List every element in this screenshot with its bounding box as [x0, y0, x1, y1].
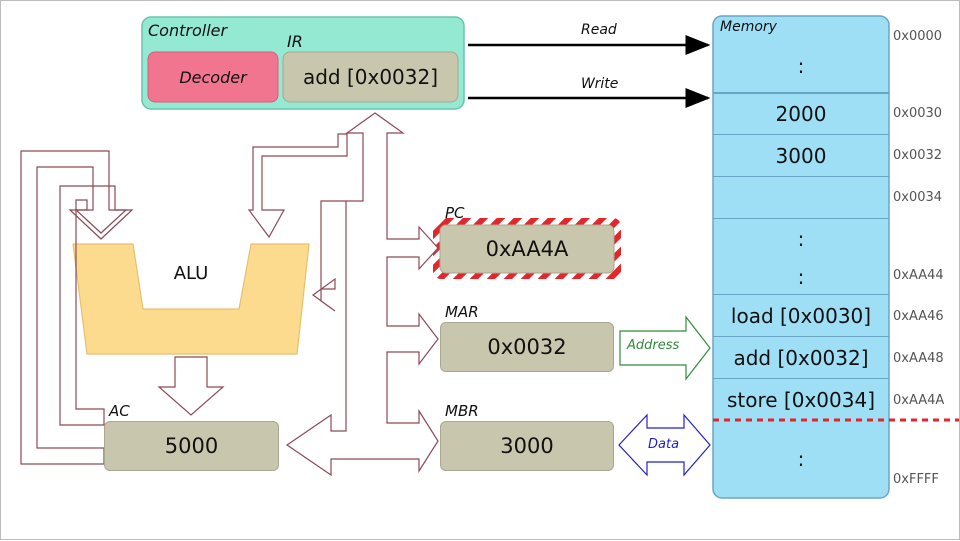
memory-cell: load [0x0030]: [713, 295, 889, 337]
memory-address: 0xFFFF: [893, 472, 939, 487]
memory-address: 0x0030: [893, 106, 943, 121]
memory-address: 0xAA44: [893, 268, 944, 283]
pc-label: PC: [445, 204, 465, 222]
memory-label: Memory: [720, 19, 777, 35]
memory-address: 0xAA4A: [893, 393, 945, 408]
memory-block: [712, 15, 890, 499]
memory-cell: :: [797, 227, 805, 251]
mbr-register: 3000: [440, 421, 614, 471]
memory-cell: 2000: [713, 93, 889, 135]
address-bus-arrow: [619, 315, 711, 381]
memory-address: 0xAA46: [893, 309, 944, 324]
memory-cell: store [0x0034]: [726, 388, 875, 412]
internal-bus-arrow: [285, 112, 439, 477]
memory-address: 0x0032: [893, 148, 943, 163]
ac-to-alu-loop-arrows: [20, 150, 134, 465]
ac-label: AC: [109, 402, 130, 420]
mbr-label: MBR: [445, 402, 479, 420]
ir-register: [282, 51, 459, 103]
memory-address: 0x0000: [893, 29, 943, 44]
mar-label: MAR: [445, 303, 479, 321]
decoder-box: [147, 51, 279, 103]
memory-cell: :: [797, 447, 805, 471]
read-label: Read: [581, 22, 617, 38]
alu-to-ac-arrow: [157, 356, 225, 416]
pc-value: 0xAA4A: [485, 237, 569, 261]
memory-address: 0x0034: [893, 190, 943, 205]
ac-register: 5000: [104, 421, 279, 471]
alu-shape: [72, 243, 310, 355]
controller-label: Controller: [148, 21, 228, 40]
ir-label: IR: [287, 32, 303, 51]
memory-address: 0xAA48: [893, 351, 944, 366]
address-label: Address: [627, 338, 680, 353]
data-label: Data: [648, 437, 680, 452]
write-label: Write: [581, 76, 619, 92]
ir-value: add [0x0032]: [302, 65, 439, 89]
controller-to-alu-arrow: [247, 133, 348, 239]
memory-cell: add [0x0032]: [713, 337, 889, 379]
mar-register: 0x0032: [440, 322, 614, 372]
memory-cell: 3000: [713, 135, 889, 177]
data-bus-arrow: [618, 413, 711, 477]
memory-cell: [713, 177, 889, 219]
memory-cell: :: [713, 39, 889, 93]
memory-cell: :: [713, 259, 889, 295]
alu-label: ALU: [173, 263, 209, 284]
decoder-label: Decoder: [179, 67, 247, 87]
